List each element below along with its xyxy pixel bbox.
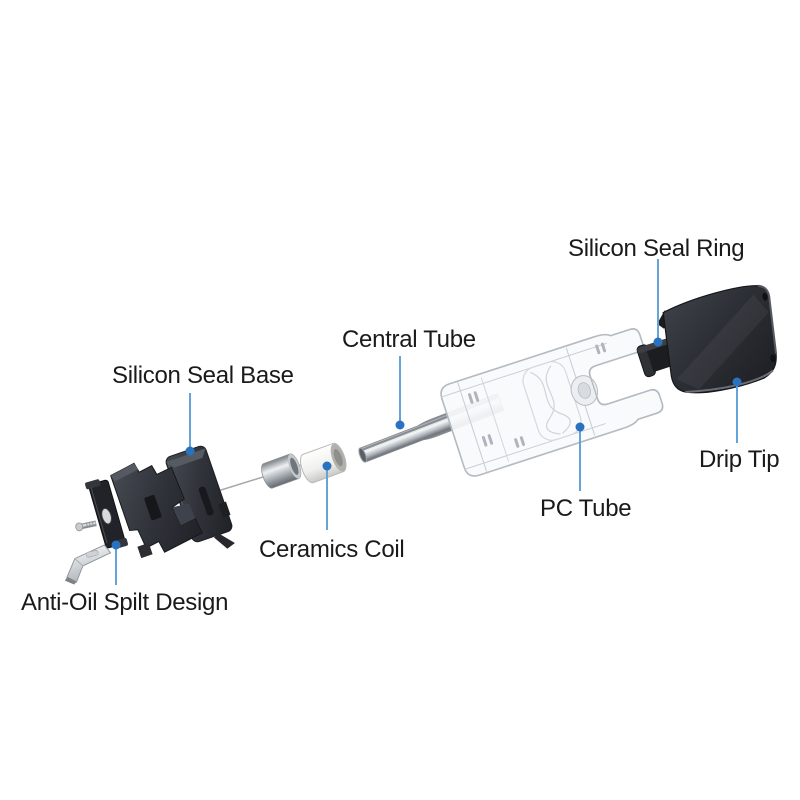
- screw-part: [75, 520, 97, 532]
- label-silicon-seal-base: Silicon Seal Base: [112, 362, 294, 389]
- pc-tube-pod-part: [440, 328, 664, 477]
- label-central-tube: Central Tube: [342, 326, 476, 353]
- ceramics-coil-part: [300, 442, 347, 484]
- anti-oil-clip-part: [64, 544, 112, 585]
- label-drip-tip: Drip Tip: [699, 446, 780, 473]
- base-bracket-part: [110, 462, 204, 559]
- label-anti-oil-spilt-design: Anti-Oil Spilt Design: [21, 589, 229, 616]
- drip-tip-part: [657, 284, 778, 394]
- dot-silicon-seal-ring: [653, 337, 663, 347]
- leader-dots: [111, 337, 742, 550]
- label-silicon-seal-ring: Silicon Seal Ring: [568, 235, 745, 262]
- pod-vent-marks: [468, 342, 607, 448]
- dot-drip-tip: [732, 377, 742, 387]
- label-pc-tube: PC Tube: [540, 495, 632, 522]
- leader-lines: [115, 259, 738, 585]
- dot-anti-oil: [111, 540, 121, 550]
- dot-pc-tube: [575, 422, 585, 432]
- label-ceramics-coil: Ceramics Coil: [259, 536, 405, 563]
- dot-central-tube: [395, 420, 405, 430]
- dot-ceramics-coil: [322, 461, 332, 471]
- metal-sleeve-part: [261, 453, 302, 489]
- dot-silicon-seal-base: [185, 446, 195, 456]
